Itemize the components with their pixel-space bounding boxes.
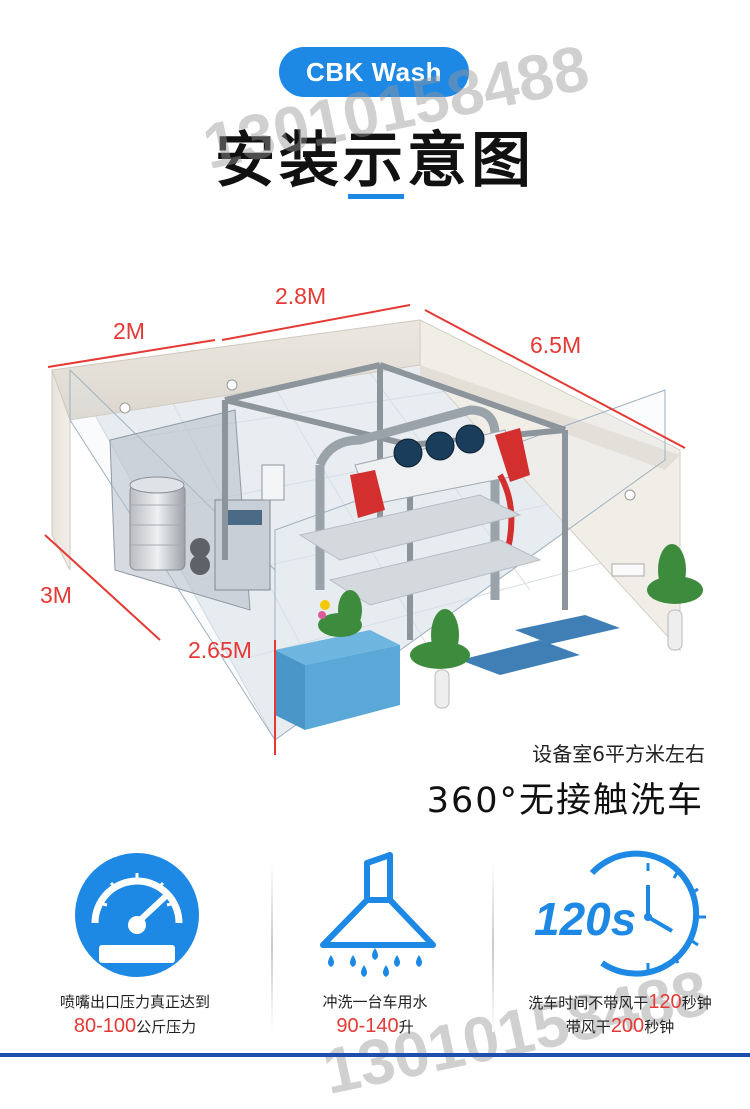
stopwatch-icon: 120s: [534, 850, 706, 977]
dimension-height: 2.65M: [188, 637, 252, 663]
time-unit-2: 秒钟: [644, 1018, 675, 1036]
feature-time: 120s 洗车时间不带风干120秒钟 带风干200秒钟: [500, 845, 740, 1045]
feature-divider-1: [271, 862, 273, 1032]
time-line-2: 带风干200秒钟: [500, 1013, 740, 1040]
feature-caption: 360°无接触洗车: [426, 781, 704, 821]
water-label: 冲洗一台车用水: [322, 993, 428, 1011]
installation-diagram: 2M 2.8M 6.5M 3M 2.65M: [0, 270, 750, 790]
feature-water: 冲洗一台车用水 90-140升: [255, 845, 495, 1045]
room-size-caption: 设备室6平方米左右: [532, 742, 705, 766]
pressure-value-line: 80-100公斤压力: [15, 1013, 255, 1040]
dimension-length: 6.5M: [530, 332, 582, 358]
time-label-1: 洗车时间不带风干: [528, 994, 649, 1012]
time-line-1: 洗车时间不带风干120秒钟: [500, 989, 740, 1016]
time-badge: 120s: [534, 893, 636, 945]
dimension-width-small: 2M: [113, 318, 145, 344]
dimension-width-large: 2.8M: [275, 283, 327, 309]
time-value-2: 200: [610, 1015, 645, 1037]
time-unit-1: 秒钟: [681, 994, 712, 1012]
pressure-unit: 公斤压力: [136, 1018, 197, 1036]
brand-badge: CBK Wash: [279, 47, 469, 97]
time-label-2: 带风干: [565, 1018, 611, 1036]
water-spray-icon: [320, 852, 436, 977]
water-value: 90-140: [336, 1015, 399, 1037]
title-underline: [348, 194, 404, 199]
pressure-label: 喷嘴出口压力真正达到: [59, 993, 210, 1011]
water-unit: 升: [398, 1018, 414, 1036]
page-title: 安装示意图: [215, 126, 535, 196]
water-value-line: 90-140升: [255, 1013, 495, 1040]
pressure-gauge-icon: [75, 853, 199, 977]
feature-divider-2: [492, 862, 494, 1032]
pressure-value: 80-100: [73, 1015, 137, 1037]
time-value-1: 120: [648, 991, 682, 1013]
room-illustration: [44, 304, 703, 755]
feature-pressure: 喷嘴出口压力真正达到 80-100公斤压力: [15, 845, 255, 1045]
bottom-bar: [0, 1053, 750, 1057]
dimension-depth: 3M: [40, 582, 72, 608]
